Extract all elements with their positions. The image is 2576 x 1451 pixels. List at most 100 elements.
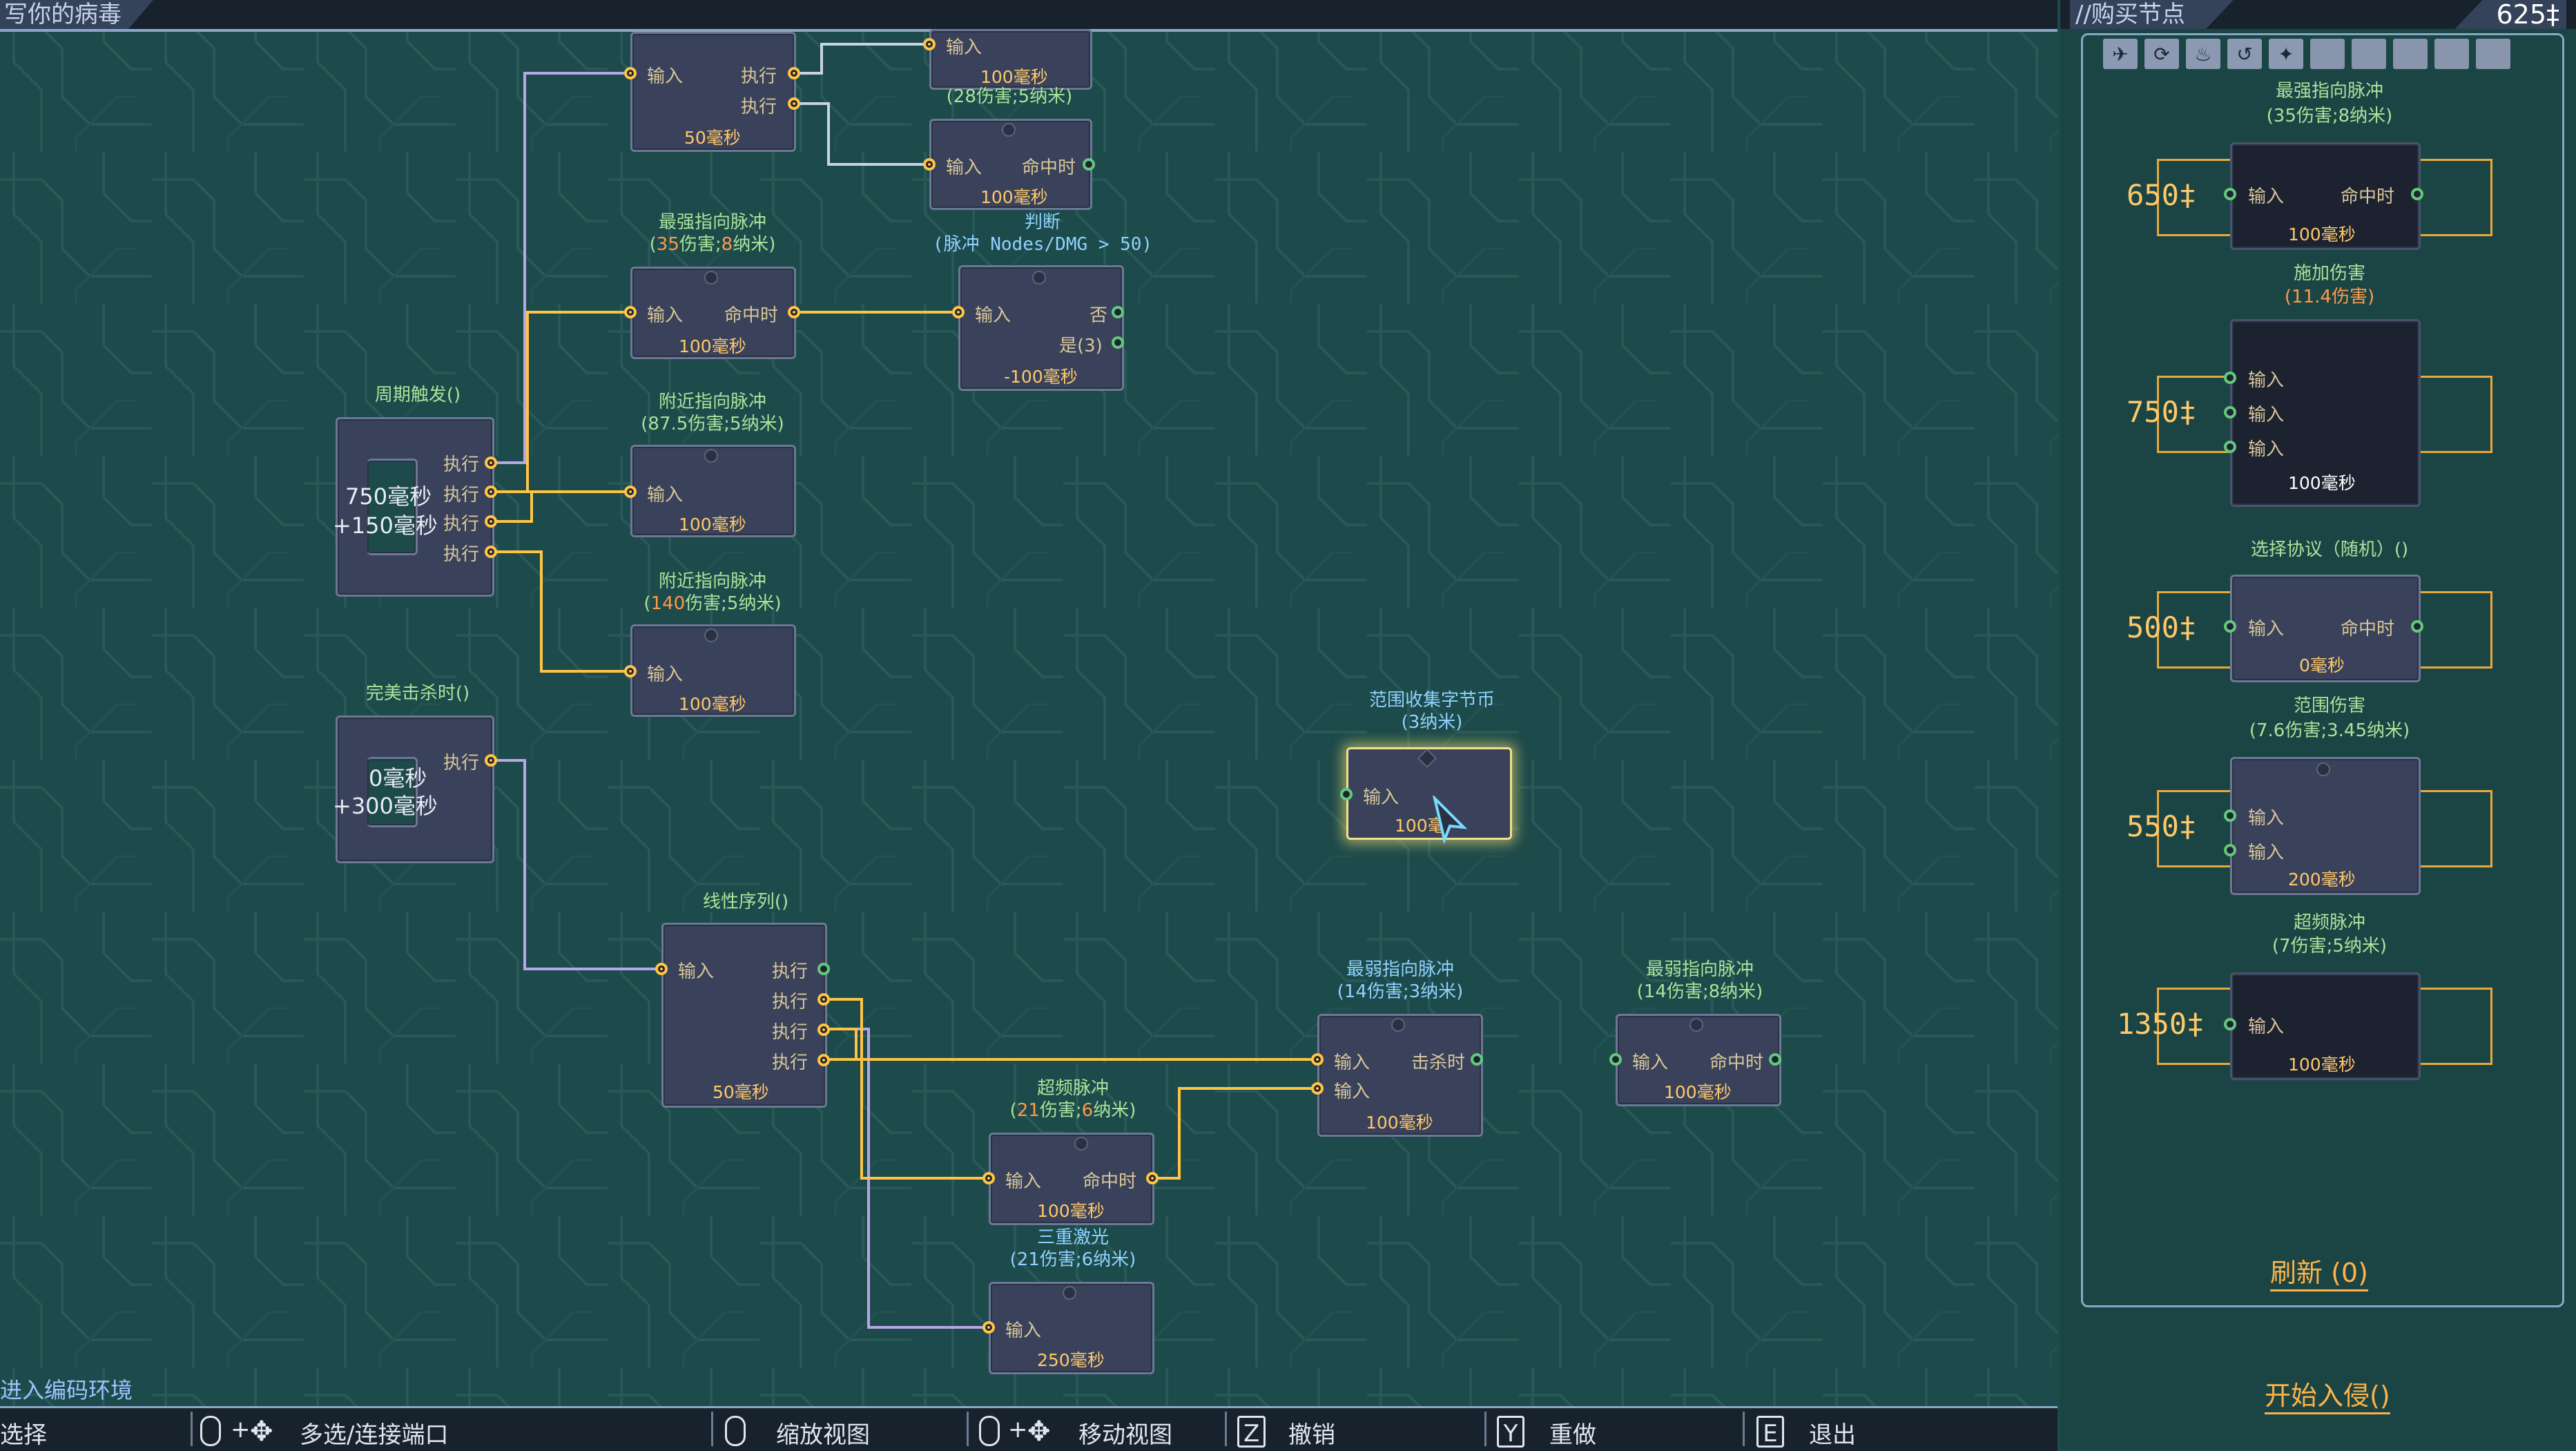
exec-port-4[interactable] xyxy=(817,1054,830,1066)
cursor-icon xyxy=(1433,796,1468,844)
weak-pulse-node-2[interactable]: 输入 命中时 100毫秒 xyxy=(1609,1014,1781,1106)
exec-port-2[interactable] xyxy=(788,97,800,110)
splitter-node-top[interactable]: 输入 执行 执行 50毫秒 xyxy=(624,32,800,152)
exec-port-3[interactable] xyxy=(817,1024,830,1036)
periodic-exec-port-2[interactable] xyxy=(485,486,497,498)
shop-item-apply-damage[interactable]: 输入 输入 输入 100毫秒 xyxy=(2224,319,2421,507)
shop-item-select-protocol[interactable]: 输入 命中时 0毫秒 xyxy=(2224,575,2423,682)
input-port[interactable] xyxy=(923,158,936,171)
exec-port-1[interactable] xyxy=(817,963,830,975)
input-port[interactable] xyxy=(923,38,936,50)
swirl-icon[interactable]: ↺ xyxy=(2227,39,2262,69)
no-port[interactable] xyxy=(1112,306,1124,318)
start-intrusion-button[interactable]: 开始入侵() xyxy=(2265,1374,2390,1414)
near1-title: 附近指向脉冲 xyxy=(658,392,767,412)
input-port[interactable] xyxy=(624,67,637,79)
input-port[interactable] xyxy=(624,306,637,318)
input-port-1[interactable] xyxy=(1311,1053,1324,1066)
time-label: 100毫秒 xyxy=(2288,1055,2356,1075)
node-knob-icon xyxy=(1074,1137,1088,1151)
strong-pulse-node-1[interactable]: 输入 命中时 100毫秒 xyxy=(624,267,800,359)
input-port[interactable] xyxy=(982,1321,995,1334)
periodic-exec-1: 执行 xyxy=(443,454,480,475)
cycle-icon[interactable]: ⟳ xyxy=(2144,39,2179,69)
node-knob-icon xyxy=(704,271,718,285)
kill-trigger-node[interactable]: 0毫秒 +300毫秒 执行 xyxy=(333,715,497,863)
periodic-exec-port-3[interactable] xyxy=(485,515,497,528)
hint-multiselect: 多选/连接端口 xyxy=(300,1421,449,1449)
time-label: 250毫秒 xyxy=(1037,1350,1105,1370)
flame-icon[interactable]: ♨ xyxy=(2186,39,2220,69)
filter-slot-blank[interactable] xyxy=(2476,39,2510,69)
exec-port-1[interactable] xyxy=(788,67,800,79)
yes-port[interactable] xyxy=(1112,336,1124,349)
periodic-trigger-node[interactable]: 750毫秒 +150毫秒 执行 执行 执行 执行 xyxy=(333,417,497,597)
periodic-exec-3: 执行 xyxy=(443,514,480,535)
shop-item-area-damage[interactable]: 输入 输入 200毫秒 xyxy=(2224,757,2421,895)
pulse-node-top3[interactable]: 输入 命中时 100毫秒 xyxy=(923,119,1095,210)
refresh-button[interactable]: 刷新 (0) xyxy=(2270,1251,2368,1291)
filter-slot-blank[interactable] xyxy=(2352,39,2386,69)
divider xyxy=(1225,1412,1227,1446)
node-knob-icon xyxy=(1391,1018,1405,1032)
input-port[interactable] xyxy=(624,665,637,678)
input-port[interactable] xyxy=(982,1172,995,1184)
input-port[interactable] xyxy=(655,963,668,975)
output-port[interactable] xyxy=(1471,1053,1483,1066)
linear-sequence-node[interactable]: 输入 执行 执行 执行 执行 50毫秒 xyxy=(655,923,830,1108)
input-label: 输入 xyxy=(647,66,684,87)
node-knob-icon xyxy=(2316,762,2330,776)
divider xyxy=(1484,1412,1486,1446)
near-pulse-node-2[interactable]: 输入 100毫秒 xyxy=(624,624,796,717)
output-label: 命中时 xyxy=(2341,186,2395,207)
wire-layer xyxy=(494,43,1317,1329)
input-port[interactable] xyxy=(952,306,965,318)
shop-item-overclock-pulse[interactable]: 输入 100毫秒 xyxy=(2224,972,2421,1080)
exec-port-2[interactable] xyxy=(817,993,830,1006)
yes-label: 是(3) xyxy=(1059,336,1103,356)
periodic-time1: 750毫秒 xyxy=(345,483,432,510)
near-pulse-node-1[interactable]: 输入 100毫秒 xyxy=(624,445,796,537)
output-port[interactable] xyxy=(1769,1053,1781,1066)
filter-slot-blank[interactable] xyxy=(2310,39,2345,69)
input-port[interactable] xyxy=(1340,788,1353,800)
input-port[interactable] xyxy=(624,486,637,498)
output-port[interactable] xyxy=(1083,158,1095,171)
kill-exec-port[interactable] xyxy=(485,754,497,767)
kill-time1: 0毫秒 xyxy=(369,765,427,791)
output-port xyxy=(2411,188,2423,200)
wire-linear-exec4 xyxy=(823,1028,858,1059)
output-label: 命中时 xyxy=(1022,157,1076,178)
output-port[interactable] xyxy=(788,306,800,318)
weak-pulse-node-1[interactable]: 输入 输入 击杀时 100毫秒 xyxy=(1311,1014,1483,1137)
shop-item-strongest-pulse[interactable]: 输入 命中时 100毫秒 xyxy=(2224,142,2423,250)
node-body xyxy=(2230,972,2421,1080)
output-port[interactable] xyxy=(1146,1172,1159,1184)
node-knob-icon xyxy=(704,628,718,642)
strong1-title: 最强指向脉冲 xyxy=(658,212,767,233)
time-label: 50毫秒 xyxy=(684,128,741,148)
filter-slot-blank[interactable] xyxy=(2393,39,2428,69)
node-body xyxy=(336,417,494,597)
input-port[interactable] xyxy=(1609,1053,1622,1066)
overclock-pulse-node[interactable]: 输入 命中时 100毫秒 xyxy=(982,1133,1159,1225)
judge-title: 判断 xyxy=(1024,212,1061,233)
wire-n50top-ntop3 xyxy=(794,102,929,166)
input-port-2[interactable] xyxy=(1311,1082,1324,1095)
periodic-exec-port-4[interactable] xyxy=(485,546,497,558)
collect-bytes-node[interactable]: 输入 100毫 xyxy=(1340,747,1512,844)
node-body xyxy=(2230,575,2421,682)
input-port-2 xyxy=(2224,844,2236,856)
pulse-node-top2[interactable]: 输入 100毫秒 xyxy=(923,29,1092,90)
burst-icon[interactable]: ✦ xyxy=(2269,39,2303,69)
near1-stat: (87.5伤害;5纳米) xyxy=(641,414,784,434)
judge-node[interactable]: 输入 否 是(3) -100毫秒 xyxy=(952,265,1124,391)
triple-laser-node[interactable]: 输入 250毫秒 xyxy=(982,1282,1154,1374)
filter-slot-blank[interactable] xyxy=(2434,39,2469,69)
wing-icon[interactable]: ✈ xyxy=(2103,39,2138,69)
input-label-1: 输入 xyxy=(1334,1053,1371,1073)
shop-header: //购买节点 625‡ xyxy=(2060,0,2576,29)
shop-item-stat: (11.4伤害) xyxy=(2284,287,2375,307)
near2-stat: (140伤害;5纳米) xyxy=(643,593,782,614)
periodic-exec-port-1[interactable] xyxy=(485,457,497,469)
